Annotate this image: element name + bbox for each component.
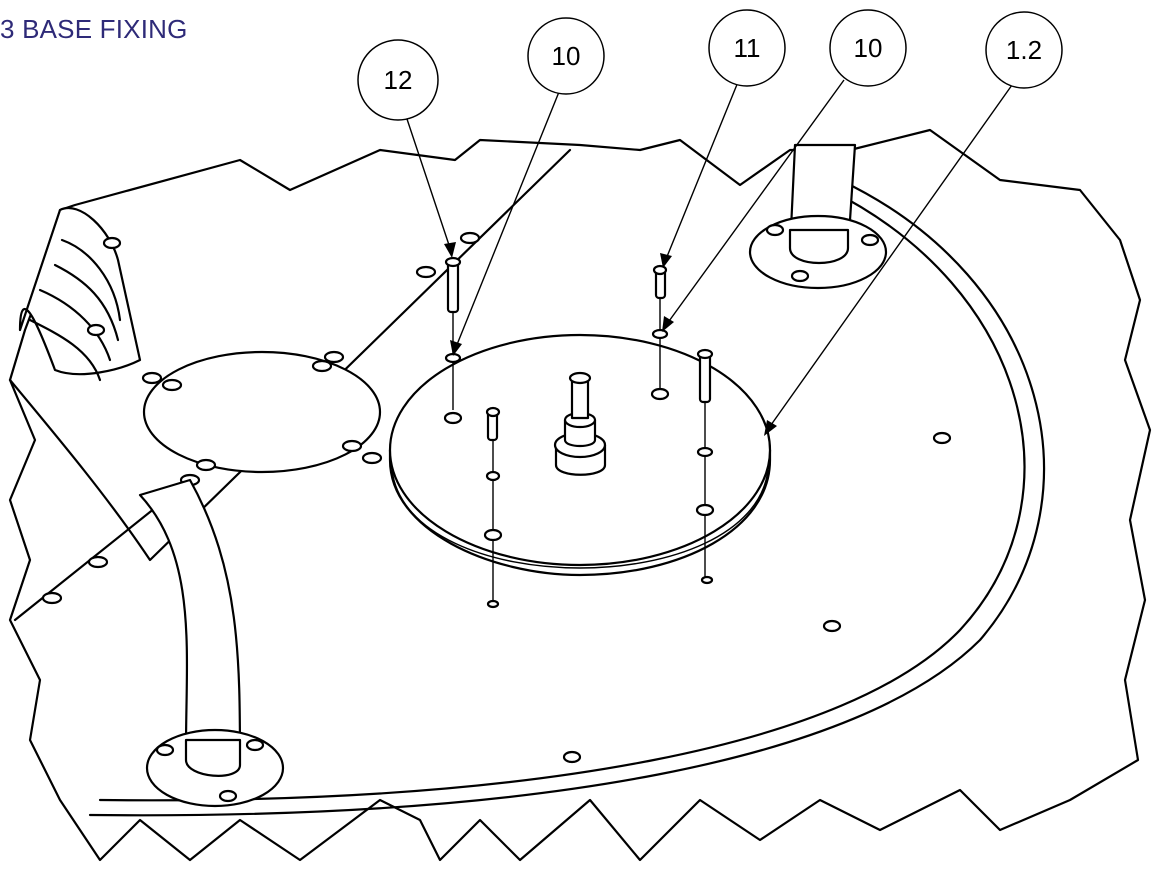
- rim-inner-arc: [98, 188, 1026, 802]
- callout-label: 12: [384, 65, 413, 95]
- fastener-set: [443, 256, 952, 764]
- access-cover-left: [142, 350, 382, 474]
- callout-label: 1.2: [1006, 35, 1042, 65]
- callout-label: 10: [854, 33, 883, 63]
- left-disc-stack: [18, 207, 142, 382]
- callout-label: 11: [734, 33, 761, 63]
- drawing-title: 3 BASE FIXING: [0, 14, 188, 44]
- seam-line: [8, 148, 572, 562]
- callout-11: 11: [708, 9, 786, 87]
- leader-lines: [405, 79, 1013, 436]
- callout-10-left: 10: [527, 17, 605, 95]
- callout-label: 10: [552, 41, 581, 71]
- callout-10-right: 10: [829, 9, 907, 87]
- rim-outer-arc: [88, 178, 1046, 817]
- callout-1-2: 1.2: [985, 11, 1063, 89]
- central-spindle: [553, 371, 607, 476]
- callout-12: 12: [357, 39, 439, 121]
